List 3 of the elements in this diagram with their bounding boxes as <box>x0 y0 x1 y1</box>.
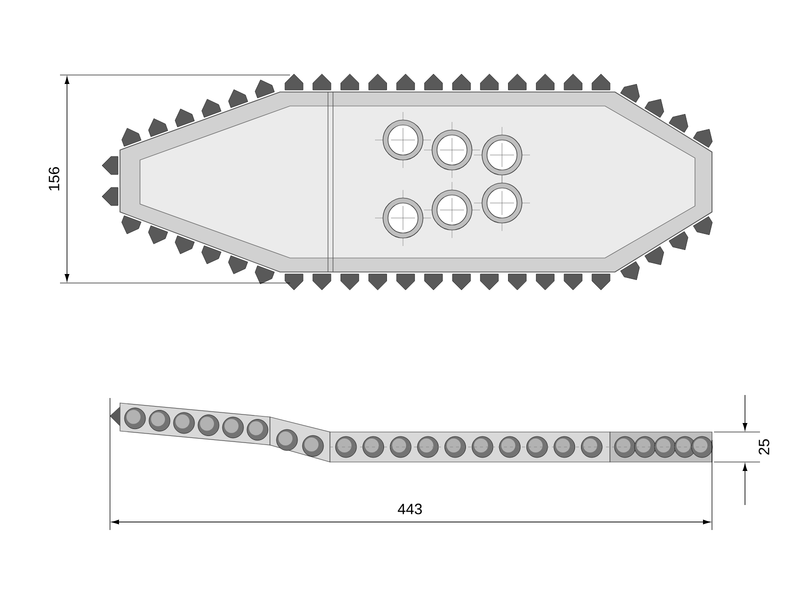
dimension-label: 25 <box>758 439 770 455</box>
dimension-label: 156 <box>48 167 60 190</box>
dimension-label: 443 <box>398 504 422 514</box>
